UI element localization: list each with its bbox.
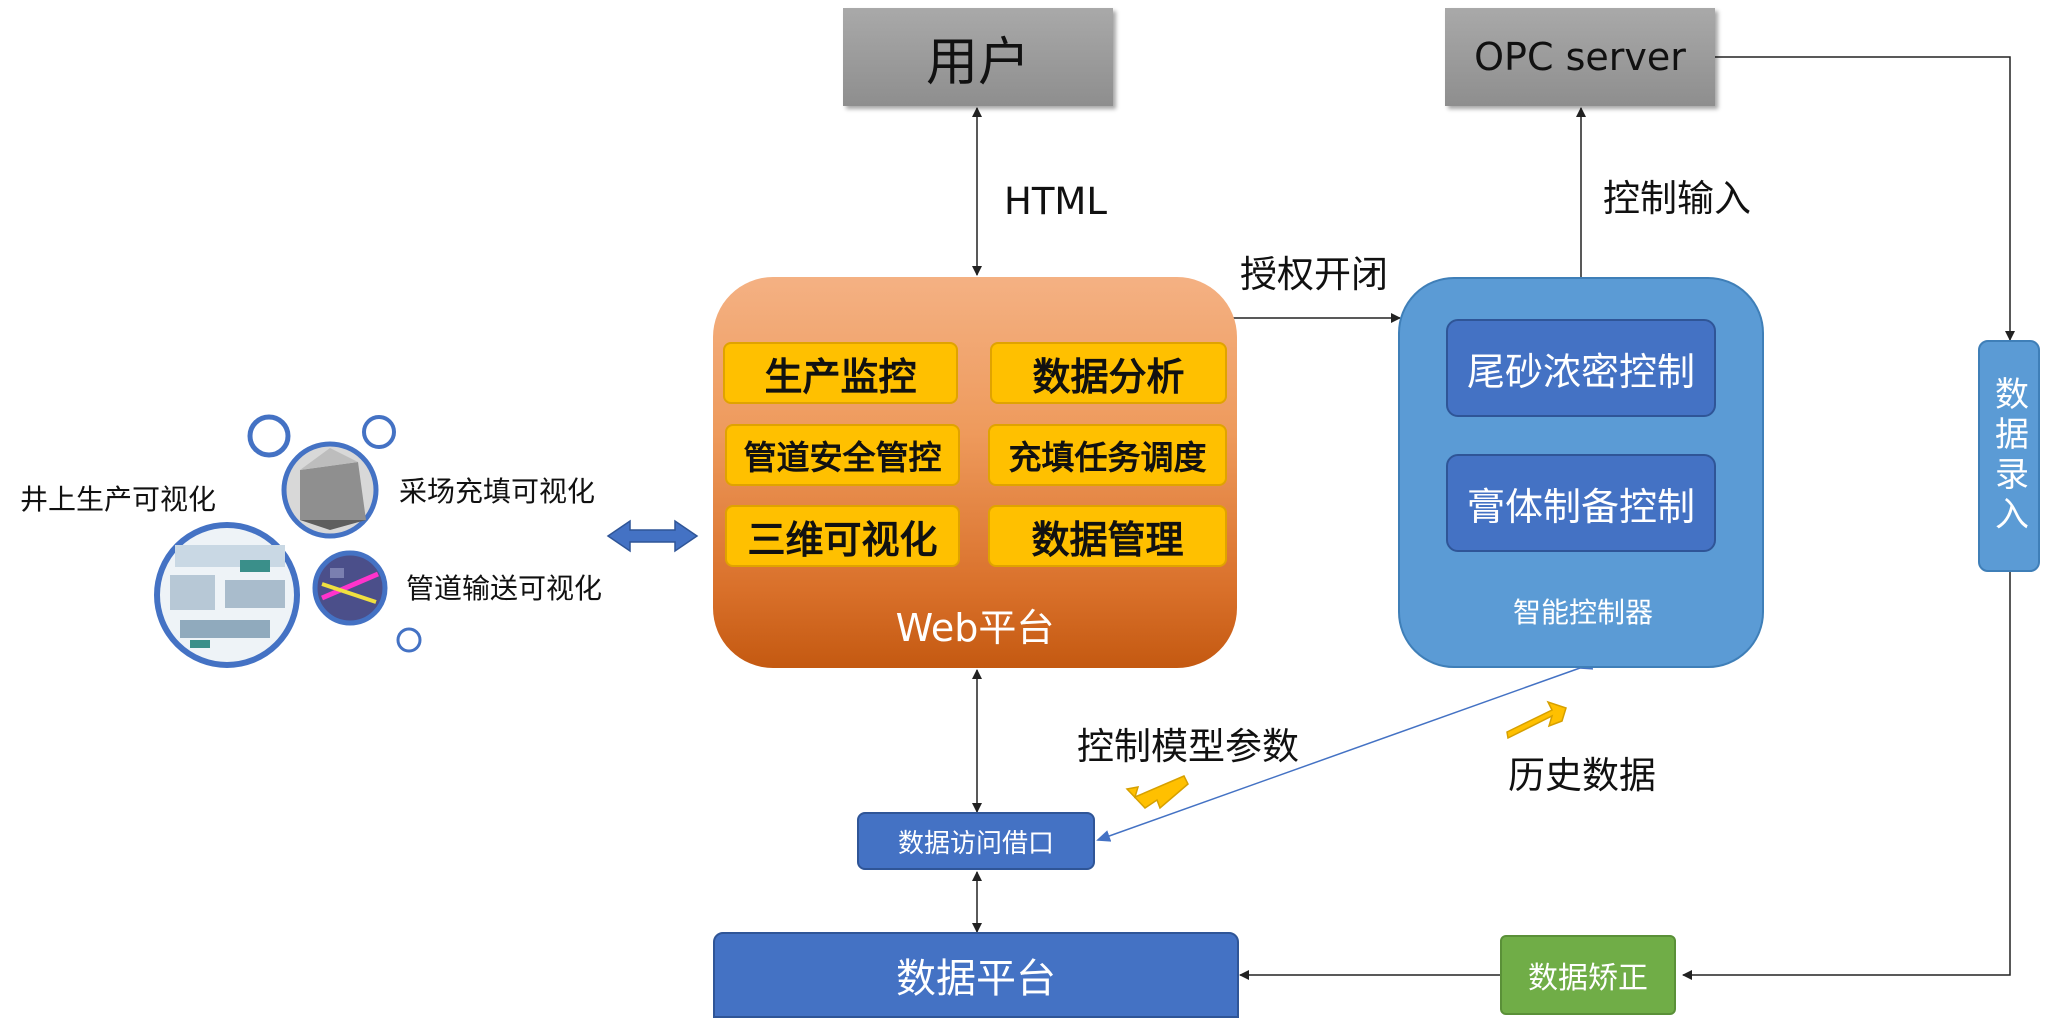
pipeline-visualization-label: 管道输送可视化	[406, 572, 603, 605]
module-3d-visualization: 三维可视化	[725, 505, 960, 567]
pipeline-image-bubble	[312, 550, 388, 626]
user-box: 用户	[843, 8, 1113, 106]
visualization-double-arrow-icon	[606, 519, 699, 553]
module-data-analysis: 数据分析	[990, 342, 1227, 404]
data-platform-box: 数据平台	[713, 932, 1239, 1018]
module-fill-scheduling: 充填任务调度	[988, 424, 1227, 486]
web-platform-title: Web平台	[895, 605, 1055, 650]
bubble-decor-2	[362, 415, 396, 449]
control-input-label: 控制输入	[1603, 177, 1751, 220]
history-arrow-icon	[1506, 700, 1567, 740]
bubble-decor-3	[396, 627, 422, 653]
smart-controller: 尾砂浓密控制 膏体制备控制 智能控制器	[1398, 277, 1764, 668]
data-entry-box: 数据录入	[1978, 340, 2040, 572]
surface-image-bubble	[154, 522, 300, 668]
user-label: 用户	[925, 32, 1030, 93]
bubble-decor-1	[247, 414, 291, 458]
module-data-management: 数据管理	[988, 505, 1227, 567]
visualization-bubbles	[247, 414, 422, 653]
opc-server-box: OPC server	[1445, 8, 1715, 106]
opc-entry-line	[1715, 56, 2015, 341]
module-tailings-thickening: 尾砂浓密控制	[1446, 319, 1716, 417]
authorize-label: 授权开闭	[1240, 253, 1388, 296]
history-data-label: 历史数据	[1508, 754, 1656, 797]
data-correction-box: 数据矫正	[1500, 935, 1676, 1015]
module-production-monitoring: 生产监控	[723, 342, 958, 404]
opc-label: OPC server	[1474, 35, 1686, 79]
model-params-arrow-icon	[1125, 775, 1189, 810]
model-params-label: 控制模型参数	[1077, 725, 1299, 768]
entry-correction-line	[1682, 572, 2011, 980]
stope-visualization-label: 采场充填可视化	[399, 475, 596, 508]
web-platform: 生产监控 数据分析 管道安全管控 充填任务调度 三维可视化 数据管理 Web平台	[713, 277, 1237, 668]
data-access-box: 数据访问借口	[857, 812, 1095, 870]
controller-title: 智能控制器	[1512, 596, 1653, 629]
module-pipeline-safety: 管道安全管控	[725, 424, 960, 486]
html-label: HTML	[1004, 180, 1107, 223]
surface-visualization-label: 井上生产可视化	[20, 483, 217, 516]
stope-image-bubble	[281, 441, 379, 539]
module-paste-preparation: 膏体制备控制	[1446, 454, 1716, 552]
controller-access-link	[1096, 658, 1594, 842]
